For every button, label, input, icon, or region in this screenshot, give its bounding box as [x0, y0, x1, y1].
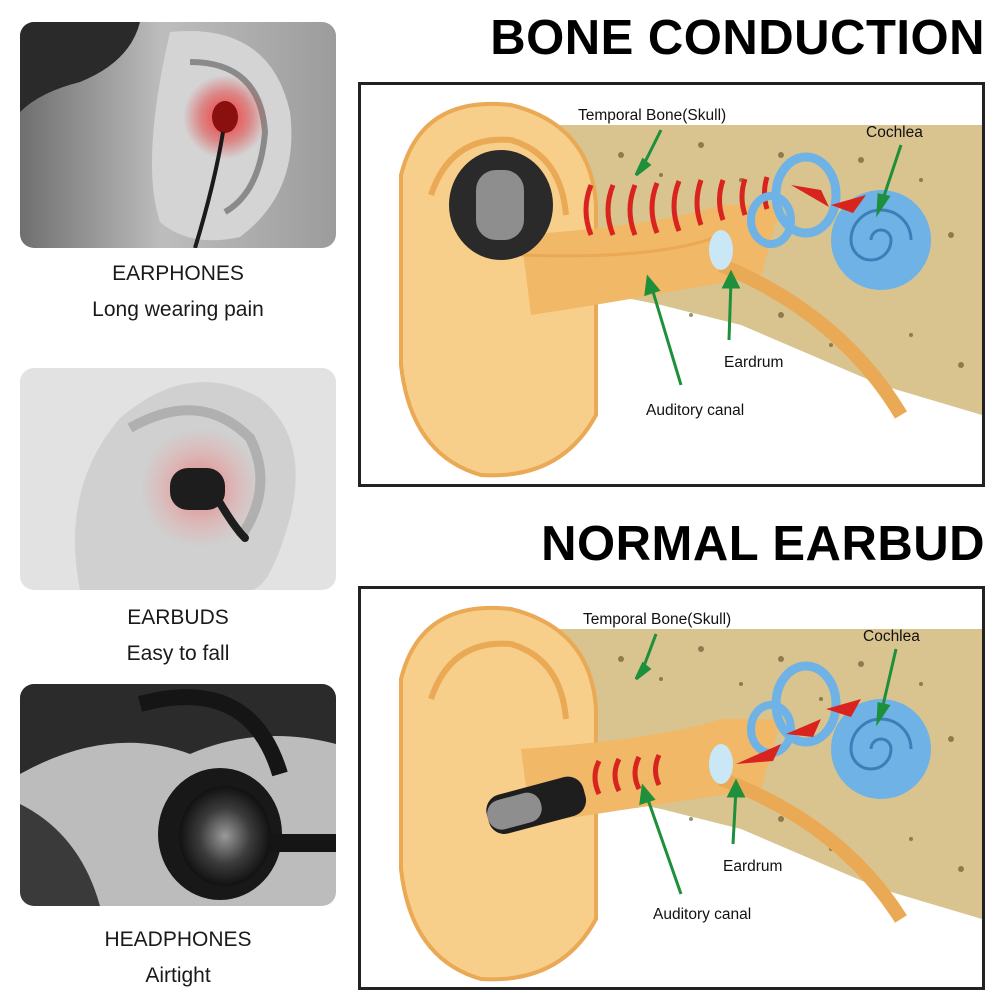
bone-auditory-canal-label: Auditory canal — [646, 402, 744, 419]
bone-conduction-diagram: Temporal Bone(Skull) Cochlea Eardrum Aud… — [358, 82, 985, 487]
bone-cochlea-label: Cochlea — [866, 124, 923, 141]
headphones-title: HEADPHONES — [104, 928, 252, 951]
bone-conduction-heading: BONE CONDUCTION — [490, 11, 985, 65]
earphones-caption: EARPHONES Long wearing pain — [20, 256, 336, 328]
earbuds-caption: EARBUDS Easy to fall — [20, 600, 336, 672]
bone-temporal-bone-label: Temporal Bone(Skull) — [578, 107, 726, 124]
headphones-subtitle: Airtight — [145, 964, 211, 987]
bone-eardrum-label: Eardrum — [724, 354, 783, 371]
earphones-subtitle: Long wearing pain — [92, 298, 264, 321]
earphones-photo — [20, 22, 336, 248]
earbuds-title: EARBUDS — [127, 606, 229, 629]
earbud-auditory-canal-label: Auditory canal — [653, 906, 751, 923]
headphones-caption: HEADPHONES Airtight — [20, 922, 336, 994]
normal-earbud-diagram: Temporal Bone(Skull) Cochlea Eardrum Aud… — [358, 586, 985, 990]
earbuds-photo — [20, 368, 336, 590]
earbud-eardrum-label: Eardrum — [723, 858, 782, 875]
earbuds-subtitle: Easy to fall — [126, 642, 230, 665]
earbud-temporal-bone-label: Temporal Bone(Skull) — [583, 611, 731, 628]
headphones-photo — [20, 684, 336, 906]
earbud-cochlea-label: Cochlea — [863, 628, 920, 645]
normal-earbud-heading: NORMAL EARBUD — [541, 517, 985, 571]
earphones-title: EARPHONES — [112, 262, 244, 285]
